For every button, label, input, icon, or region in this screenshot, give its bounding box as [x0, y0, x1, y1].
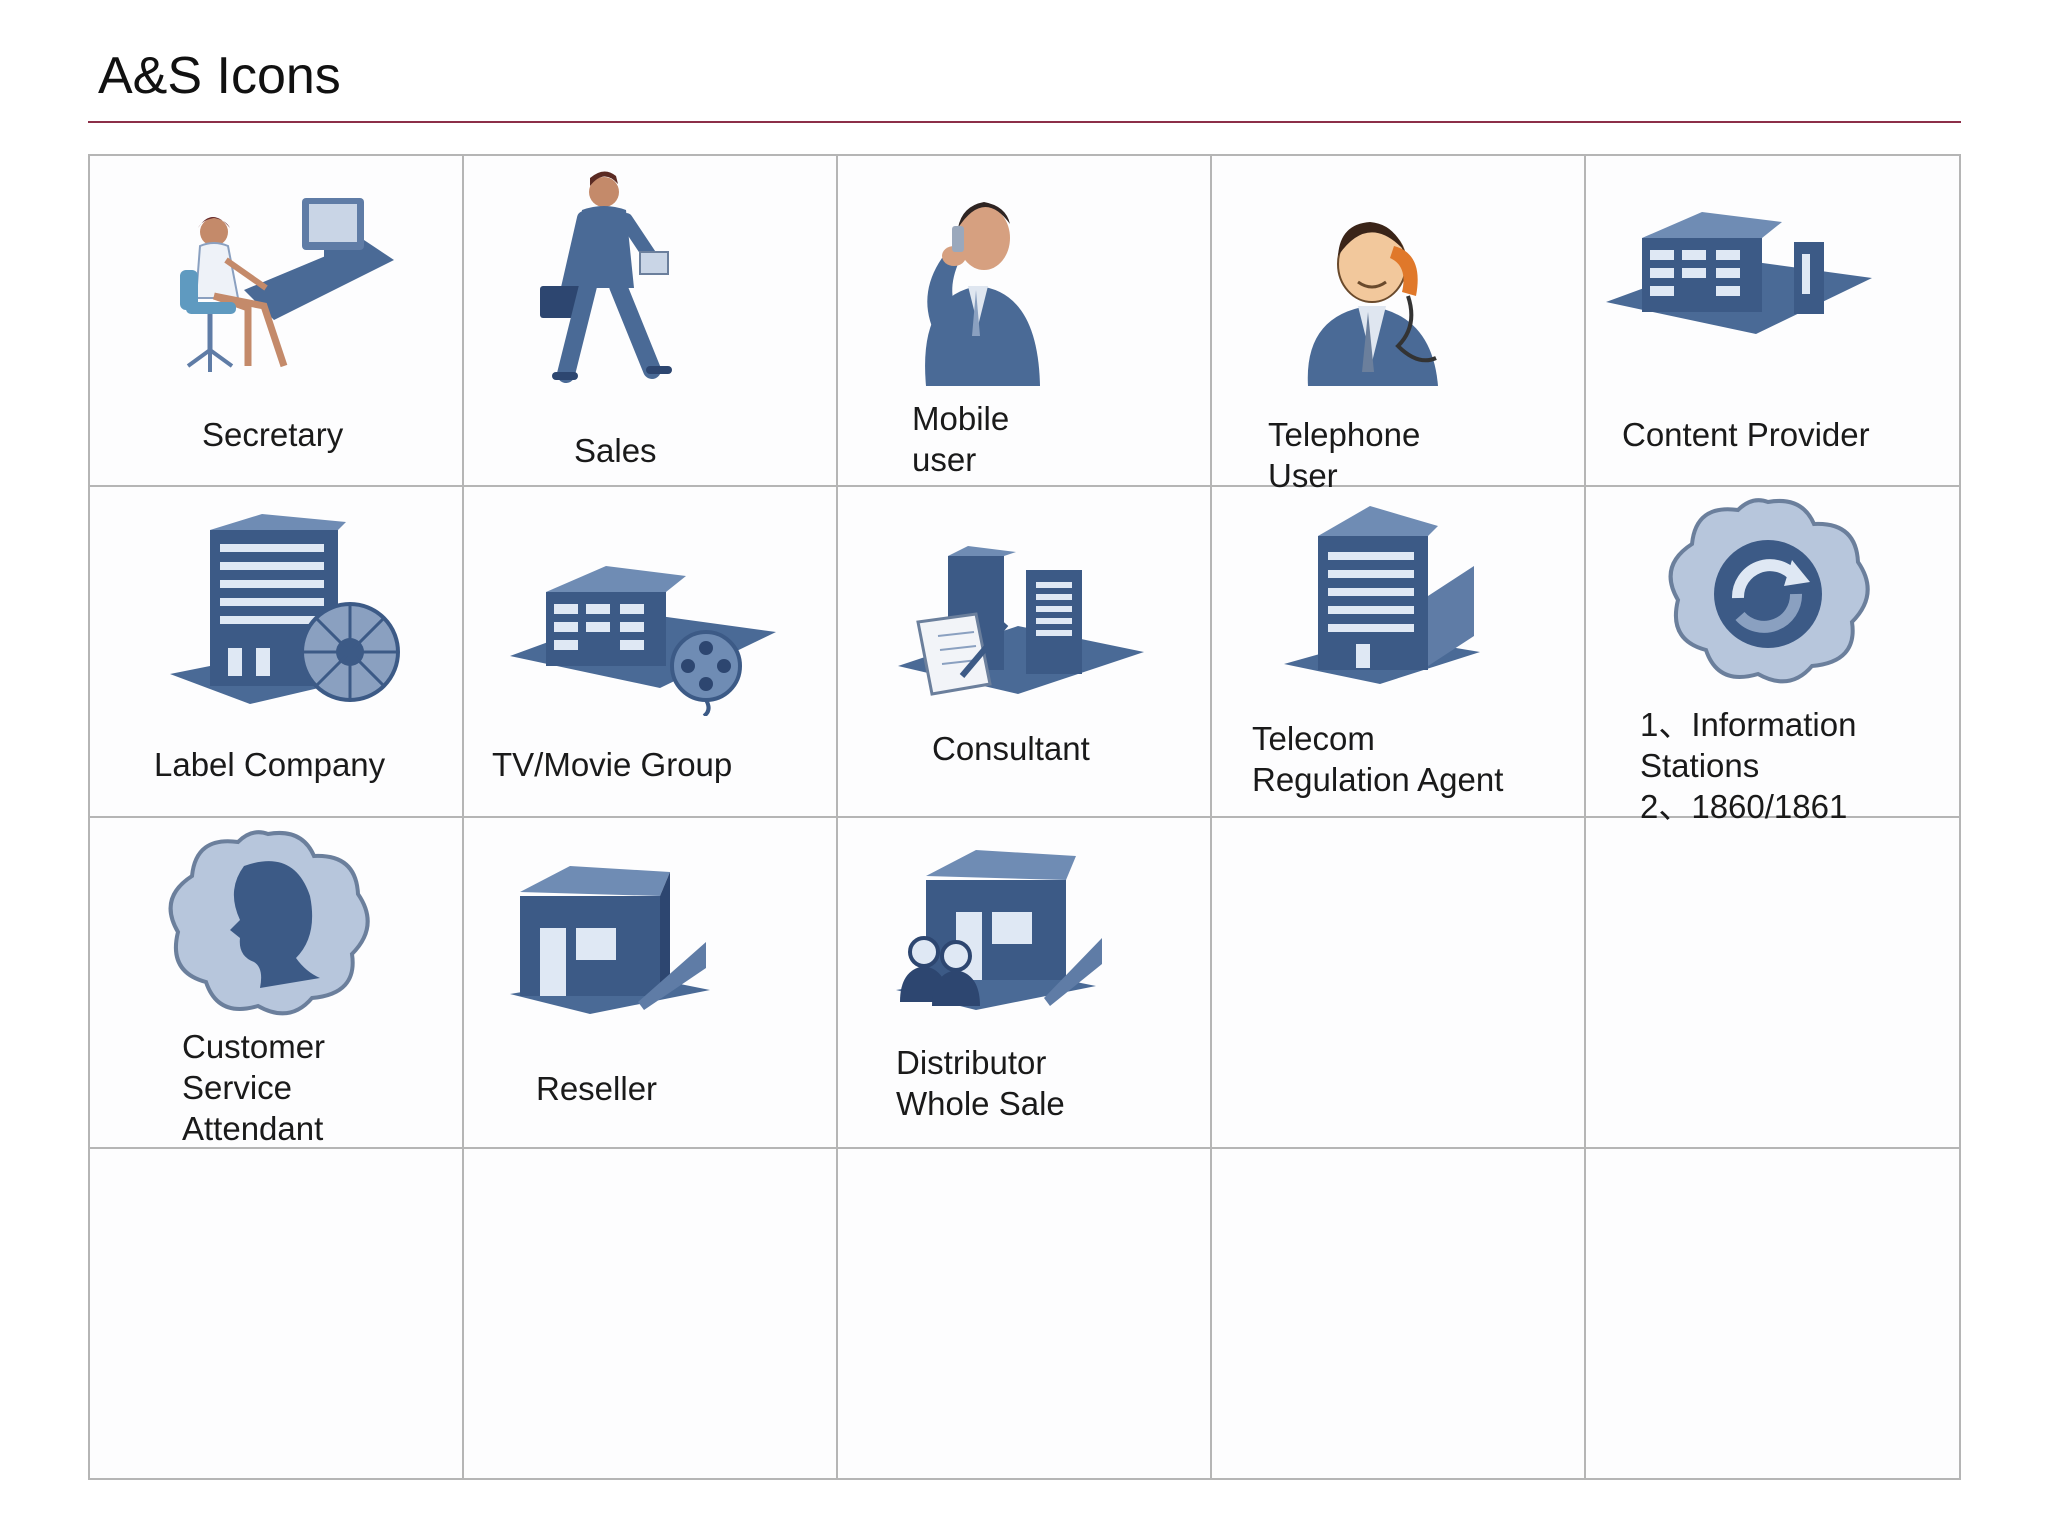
- cell-label-line: Reseller: [536, 1070, 658, 1107]
- cell-label: Content Provider: [1622, 414, 1870, 455]
- cell-label: Consultant: [932, 728, 1090, 769]
- cell-label-line: Consultant: [932, 730, 1090, 767]
- cell-label: Sales: [574, 430, 657, 471]
- grid-line: [90, 485, 1959, 487]
- cell-label-line: Distributor: [896, 1044, 1047, 1081]
- telecom-building-icon: [1284, 506, 1480, 684]
- cell-label: TV/Movie Group: [492, 744, 732, 785]
- reseller-shop-icon: [510, 866, 710, 1014]
- cell-label-line: Telecom: [1252, 720, 1375, 757]
- cell-label: Reseller: [536, 1068, 657, 1109]
- secretary-icon: [180, 198, 394, 372]
- cell-label: Telephone User: [1268, 414, 1420, 496]
- cell-label: Label Company: [154, 744, 385, 785]
- salesman-icon: [540, 171, 672, 383]
- distributor-shop-icon: [896, 850, 1102, 1010]
- cell-label-line: Regulation Agent: [1252, 761, 1504, 798]
- cell-label-line: Service: [182, 1069, 293, 1106]
- cell-label: 1、Information Stations 2、1860/1861: [1640, 704, 1856, 827]
- cell-label: Mobile user: [912, 398, 1009, 480]
- cell-label: Distributor Whole Sale: [896, 1042, 1065, 1124]
- cell-label-line: Sales: [574, 432, 657, 469]
- cell-label-line: Label Company: [154, 746, 386, 783]
- grid-line: [90, 816, 1959, 818]
- telephone-user-icon: [1307, 222, 1438, 386]
- mobile-user-icon: [925, 202, 1040, 386]
- cell-label: Secretary: [202, 414, 343, 455]
- grid-line: [90, 1147, 1959, 1149]
- tv-movie-group-icon: [510, 566, 776, 716]
- customer-service-icon: [168, 830, 370, 1016]
- cell-label-line: Secretary: [202, 416, 344, 453]
- cell-label-line: Stations: [1640, 747, 1760, 784]
- title-divider: [88, 121, 1961, 123]
- cell-label-line: user: [912, 441, 977, 478]
- cell-label-line: Whole Sale: [896, 1085, 1065, 1122]
- cell-label-line: Customer: [182, 1028, 326, 1065]
- page-title: A&S Icons: [98, 47, 341, 105]
- cell-label-line: Mobile: [912, 400, 1010, 437]
- cell-label-line: Attendant: [182, 1110, 324, 1147]
- information-station-icon: [1668, 498, 1870, 684]
- label-company-icon: [170, 514, 400, 704]
- cell-label-line: Content Provider: [1622, 416, 1870, 453]
- enterprise-building-icon: [1606, 212, 1872, 334]
- cell-label: Customer Service Attendant: [182, 1026, 325, 1149]
- cell-label-line: 2、1860/1861: [1640, 788, 1848, 825]
- icon-grid: Secretary Sales Mobile user Telephone Us…: [88, 154, 1961, 1480]
- cell-label-line: User: [1268, 457, 1338, 494]
- consultant-building-icon: [898, 546, 1144, 696]
- cell-label: Telecom Regulation Agent: [1252, 718, 1503, 800]
- cell-label-line: Telephone: [1268, 416, 1421, 453]
- cell-label-line: TV/Movie Group: [492, 746, 733, 783]
- cell-label-line: 1、Information: [1640, 706, 1857, 743]
